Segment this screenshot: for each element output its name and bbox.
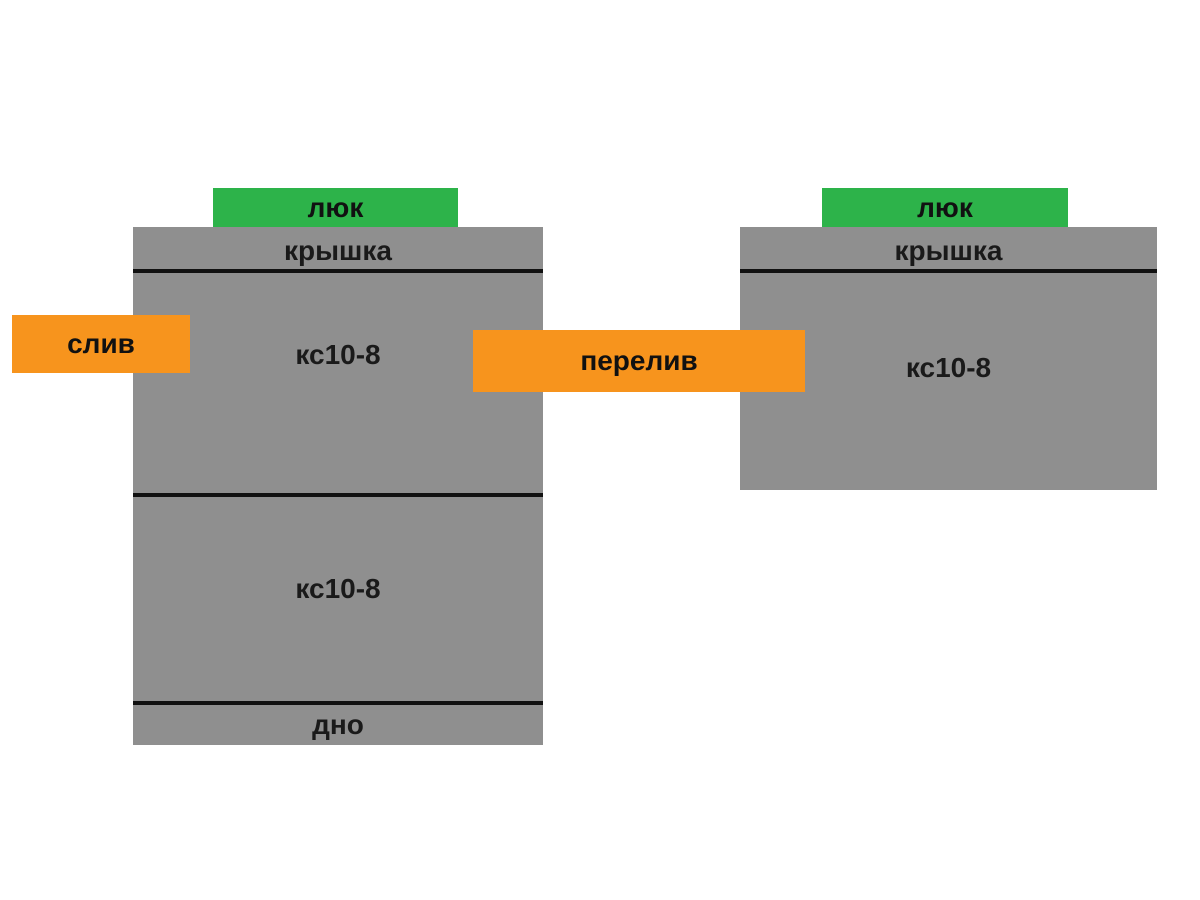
left-tank-body: крышка кс10-8 кс10-8 дно xyxy=(133,227,543,745)
overflow-pipe: перелив xyxy=(473,330,805,392)
left-tank-ring1-label: кс10-8 xyxy=(295,339,381,370)
right-tank-hatch-label: люк xyxy=(917,192,973,223)
drain-pipe: слив xyxy=(12,315,190,373)
left-tank-hatch: люк xyxy=(213,188,458,228)
right-tank-body: крышка кс10-8 xyxy=(740,227,1157,490)
left-tank-hatch-label: люк xyxy=(307,192,364,223)
right-tank-cover-label: крышка xyxy=(894,235,1003,266)
right-tank-hatch: люк xyxy=(822,188,1068,228)
left-tank-ring2-label: кс10-8 xyxy=(295,573,381,604)
left-tank-joint-line-2 xyxy=(133,493,543,497)
left-tank-joint-line-3 xyxy=(133,701,543,705)
drain-pipe-label: слив xyxy=(67,328,135,359)
right-tank-ring1-label: кс10-8 xyxy=(905,352,992,383)
left-tank-cover-label: крышка xyxy=(284,235,392,266)
left-tank-joint-line-1 xyxy=(133,269,543,273)
left-tank-bottom-label: дно xyxy=(312,709,364,740)
right-tank-joint-line-1 xyxy=(740,269,1157,273)
overflow-pipe-label: перелив xyxy=(580,345,698,376)
